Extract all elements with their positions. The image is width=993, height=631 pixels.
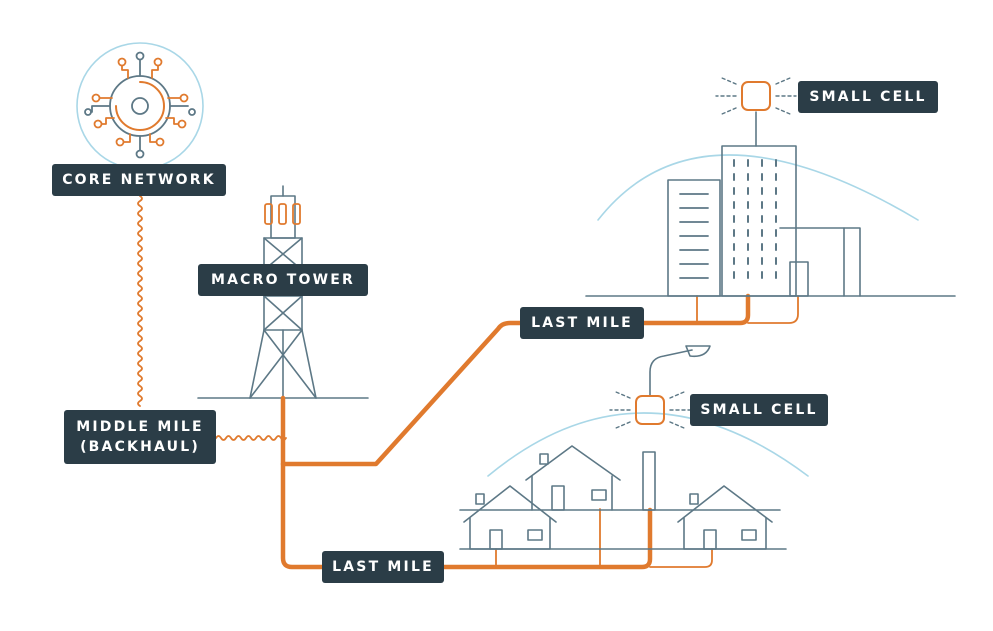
- fiber-lines: [280, 293, 799, 570]
- neighborhood-houses: [459, 345, 809, 550]
- last-mile-upper-text: LAST MILE: [531, 315, 633, 331]
- small-cell-mid-label: SMALL CELL: [690, 394, 828, 426]
- city-buildings: [585, 111, 956, 297]
- small-cell-top-icon: [715, 77, 797, 115]
- core-network-text: CORE NETWORK: [62, 172, 216, 188]
- small-cell-top-label: SMALL CELL: [798, 81, 938, 113]
- middle-mile-text: MIDDLE MILE: [76, 419, 204, 435]
- last-mile-upper-label: LAST MILE: [520, 307, 644, 339]
- backhaul-wavy-lines: [137, 195, 287, 441]
- last-mile-lower-text: LAST MILE: [332, 559, 434, 575]
- small-cell-mid-text: SMALL CELL: [700, 402, 818, 418]
- last-mile-lower-label: LAST MILE: [322, 551, 444, 583]
- small-cell-top-text: SMALL CELL: [809, 89, 927, 105]
- core-network-icon: [76, 42, 204, 170]
- middle-mile-label: MIDDLE MILE (BACKHAUL): [64, 410, 216, 464]
- macro-tower-text: MACRO TOWER: [210, 272, 356, 288]
- backhaul-text: (BACKHAUL): [80, 439, 200, 455]
- small-cell-mid-icon: [609, 391, 691, 429]
- macro-tower-label: MACRO TOWER: [198, 264, 368, 296]
- core-network-label: CORE NETWORK: [52, 164, 226, 196]
